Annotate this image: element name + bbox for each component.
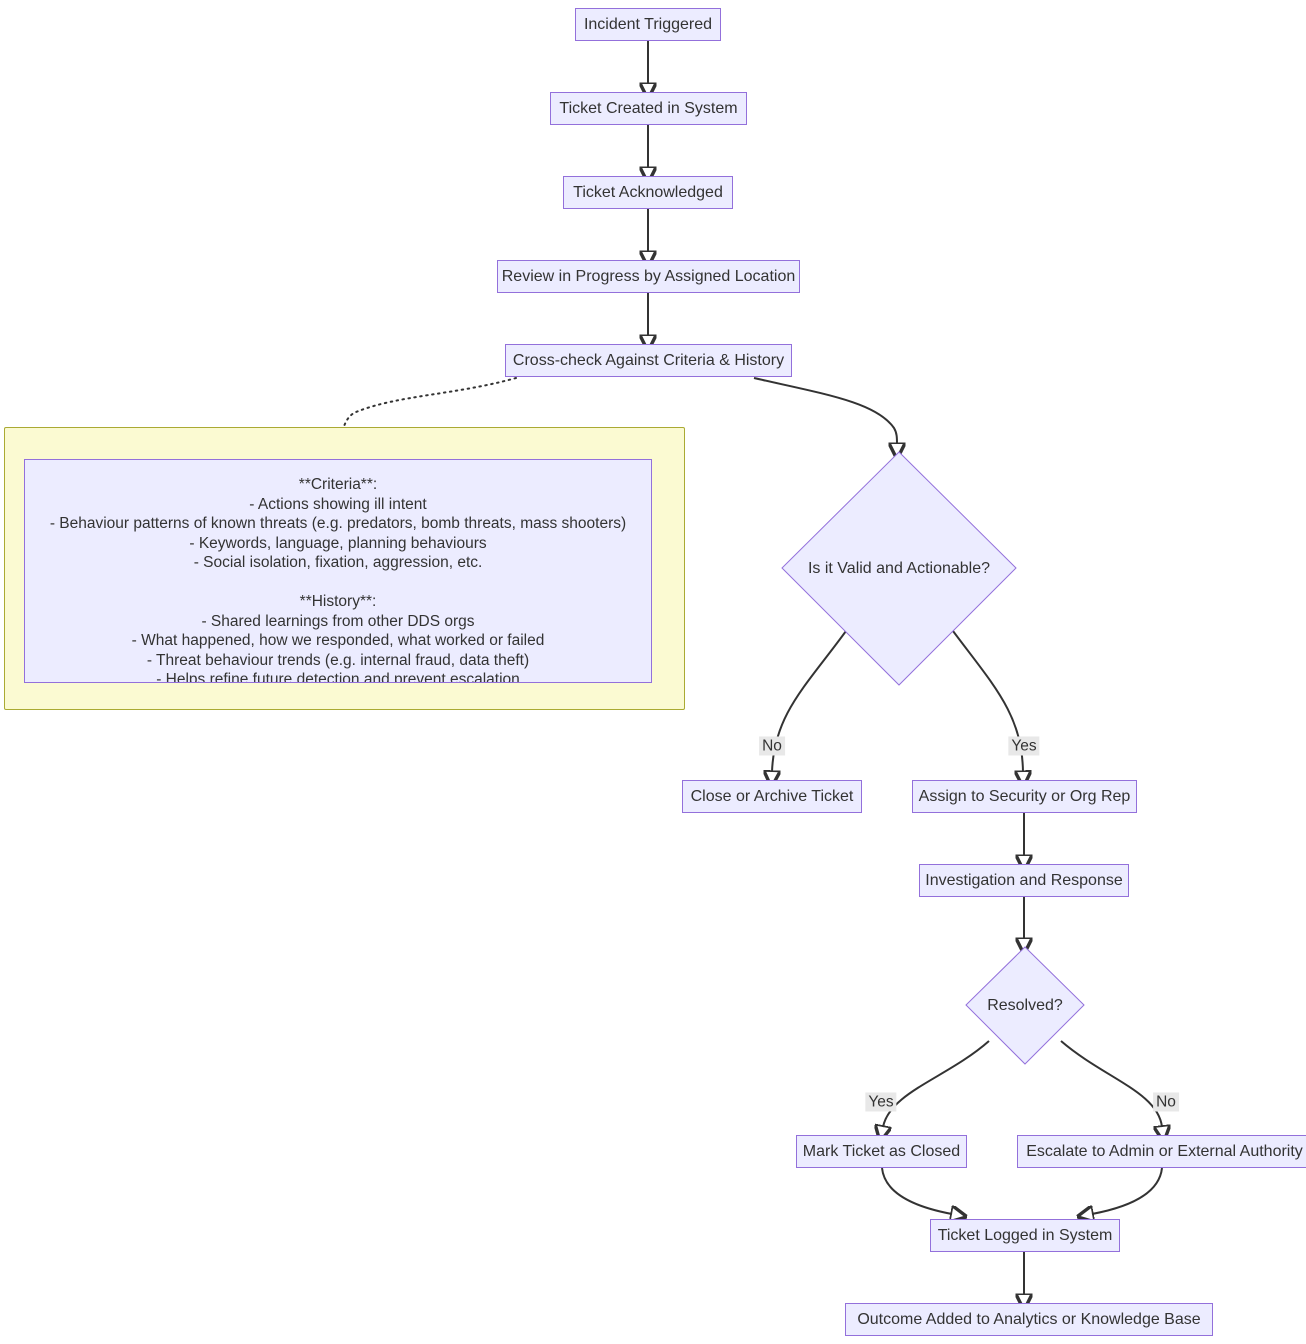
decision-valid-actionable-shape <box>781 451 1017 686</box>
edge-label-resolved-no: No <box>1153 1092 1179 1112</box>
node-ticket-created: Ticket Created in System <box>550 92 747 125</box>
node-assign-security: Assign to Security or Org Rep <box>912 780 1137 813</box>
node-escalate: Escalate to Admin or External Authority <box>1017 1135 1306 1168</box>
edge-label-resolved-yes: Yes <box>865 1092 897 1112</box>
edge-escalate-to-logged <box>1092 1167 1163 1214</box>
edge-label-valid-yes: Yes <box>1008 736 1040 756</box>
node-cross-check: Cross-check Against Criteria & History <box>505 344 792 377</box>
edge-resolved-no <box>1060 1040 1162 1127</box>
node-investigation: Investigation and Response <box>919 864 1129 897</box>
node-outcome-added: Outcome Added to Analytics or Knowledge … <box>845 1303 1213 1336</box>
edge-label-valid-no: No <box>759 736 785 756</box>
edge-closed-to-logged <box>881 1167 952 1214</box>
node-ticket-acknowledged: Ticket Acknowledged <box>563 176 733 209</box>
edge-resolved-yes <box>883 1040 990 1127</box>
node-mark-closed: Mark Ticket as Closed <box>796 1135 967 1168</box>
decision-resolved-label: Resolved? <box>987 997 1063 1014</box>
node-incident-triggered: Incident Triggered <box>575 8 721 41</box>
criteria-history-note-cluster: **Criteria**: - Actions showing ill inte… <box>4 427 685 710</box>
node-review-in-progress: Review in Progress by Assigned Location <box>497 260 800 293</box>
edge-crosscheck-to-decision <box>753 377 897 444</box>
decision-resolved-shape <box>965 946 1085 1065</box>
node-close-archive: Close or Archive Ticket <box>682 780 862 813</box>
criteria-history-note-box: **Criteria**: - Actions showing ill inte… <box>24 459 652 683</box>
criteria-history-note-text: **Criteria**: - Actions showing ill inte… <box>49 476 627 683</box>
node-ticket-logged: Ticket Logged in System <box>930 1219 1120 1252</box>
decision-valid-actionable-label: Is it Valid and Actionable? <box>807 560 991 577</box>
